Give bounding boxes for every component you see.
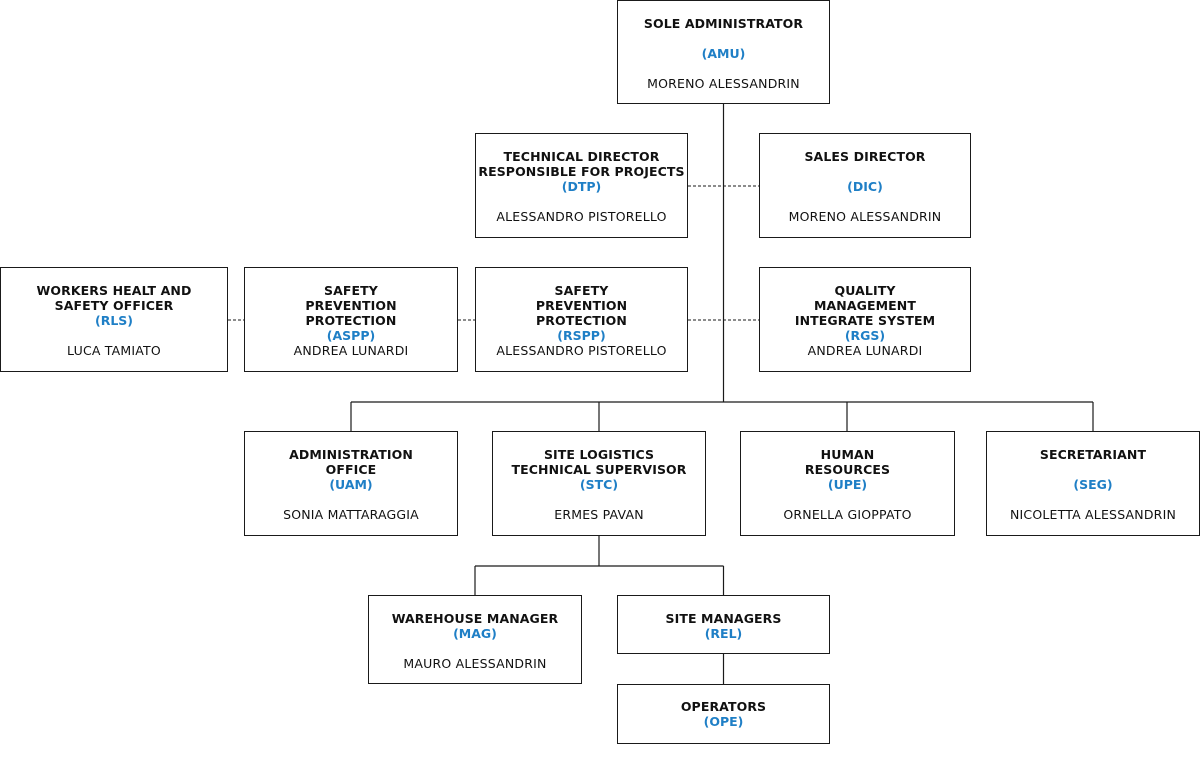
node-administration-office: ADMINISTRATION OFFICE (UAM) SONIA MATTAR… [244,431,458,536]
node-title: OPERATORS [680,699,767,714]
node-code: (UAM) [329,477,373,492]
node-title: MANAGEMENT [813,298,916,313]
node-person: MORENO ALESSANDRIN [788,209,942,224]
node-secretariant: SECRETARIANT (SEG) NICOLETTA ALESSANDRIN [986,431,1200,536]
node-title: PREVENTION [535,298,628,313]
node-sales-director: SALES DIRECTOR (DIC) MORENO ALESSANDRIN [759,133,971,238]
node-code: (STC) [579,477,619,492]
node-person: MORENO ALESSANDRIN [647,76,800,91]
node-code: (SEG) [1073,477,1113,492]
node-code: (OPE) [703,714,744,729]
node-title: PROTECTION [536,313,627,328]
node-title: SITE LOGISTICS [543,447,655,462]
node-person: ALESSANDRO PISTORELLO [496,343,667,358]
node-title: TECHNICAL SUPERVISOR [511,462,687,477]
node-human-resources: HUMAN RESOURCES (UPE) ORNELLA GIOPPATO [740,431,955,536]
node-code: (ASPP) [326,328,376,343]
node-title: OFFICE [325,462,377,477]
node-title: HUMAN [820,447,875,462]
node-person: SONIA MATTARAGGIA [283,507,419,522]
dashed-connectors [228,185,759,321]
node-title: INTEGRATE SYSTEM [794,313,936,328]
node-code: (AMU) [701,46,746,61]
solid-connectors [350,104,1094,684]
node-person: ALESSANDRO PISTORELLO [496,209,667,224]
node-code: (UPE) [827,477,868,492]
node-site-managers: SITE MANAGERS (REL) [617,595,830,654]
node-title: TECHNICAL DIRECTOR [503,149,660,164]
node-person: LUCA TAMIATO [67,343,161,358]
node-workers-safety-officer: WORKERS HEALT AND SAFETY OFFICER (RLS) L… [0,267,228,372]
node-code: (RSPP) [557,328,606,343]
node-rspp: SAFETY PREVENTION PROTECTION (RSPP) ALES… [475,267,688,372]
node-person: MAURO ALESSANDRIN [403,656,547,671]
node-title: PROTECTION [305,313,397,328]
node-operators: OPERATORS (OPE) [617,684,830,744]
node-title: SECRETARIANT [1039,447,1147,462]
node-title: SOLE ADMINISTRATOR [643,16,804,31]
node-title: QUALITY [834,283,896,298]
node-code: (RLS) [94,313,134,328]
node-technical-director: TECHNICAL DIRECTOR RESPONSIBLE FOR PROJE… [475,133,688,238]
node-warehouse-manager: WAREHOUSE MANAGER (MAG) MAURO ALESSANDRI… [368,595,582,684]
node-person: NICOLETTA ALESSANDRIN [1009,507,1177,522]
node-code: (RGS) [844,328,886,343]
node-code: (REL) [704,626,743,641]
node-person: ORNELLA GIOPPATO [783,507,912,522]
node-code: (DIC) [847,179,883,194]
node-aspp: SAFETY PREVENTION PROTECTION (ASPP) ANDR… [244,267,458,372]
node-title: PREVENTION [305,298,397,313]
node-title: SALES DIRECTOR [804,149,926,164]
node-title: WORKERS HEALT AND [36,283,192,298]
node-title: SAFETY [324,283,378,298]
node-person: ANDREA LUNARDI [293,343,409,358]
node-code: (MAG) [453,626,497,641]
node-quality-management: QUALITY MANAGEMENT INTEGRATE SYSTEM (RGS… [759,267,971,372]
node-sole-administrator: SOLE ADMINISTRATOR (AMU) MORENO ALESSAND… [617,0,830,104]
node-title: SAFETY OFFICER [54,298,174,313]
node-site-logistics-supervisor: SITE LOGISTICS TECHNICAL SUPERVISOR (STC… [492,431,706,536]
node-title: SAFETY [554,283,609,298]
node-code: (DTP) [561,179,602,194]
node-person: ANDREA LUNARDI [807,343,923,358]
node-person: ERMES PAVAN [554,507,644,522]
node-title: SITE MANAGERS [665,611,782,626]
node-title: ADMINISTRATION [289,447,413,462]
node-title: RESPONSIBLE FOR PROJECTS [478,164,685,179]
node-title: WAREHOUSE MANAGER [391,611,559,626]
node-title: RESOURCES [804,462,891,477]
